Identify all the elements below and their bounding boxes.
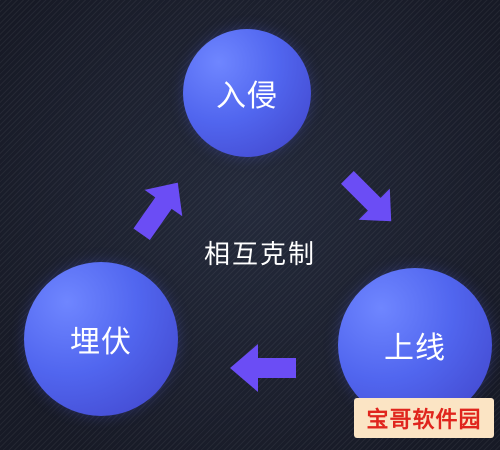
node-online-label: 上线 (384, 331, 446, 366)
center-label: 相互克制 (203, 240, 316, 270)
node-intrusion: 入侵 (183, 29, 311, 157)
node-online: 上线 (338, 268, 492, 422)
node-ambush-label: 埋伏 (70, 325, 132, 360)
watermark-text: 宝哥软件园 (366, 408, 482, 433)
node-ambush: 埋伏 (24, 262, 178, 416)
arrow-ambush-to-intrusion (133, 182, 183, 240)
arrow-online-to-ambush (230, 344, 296, 392)
node-intrusion-label: 入侵 (216, 79, 278, 114)
watermark-logo: 宝哥软件园 (354, 398, 494, 438)
arrow-intrusion-to-online (341, 171, 392, 222)
